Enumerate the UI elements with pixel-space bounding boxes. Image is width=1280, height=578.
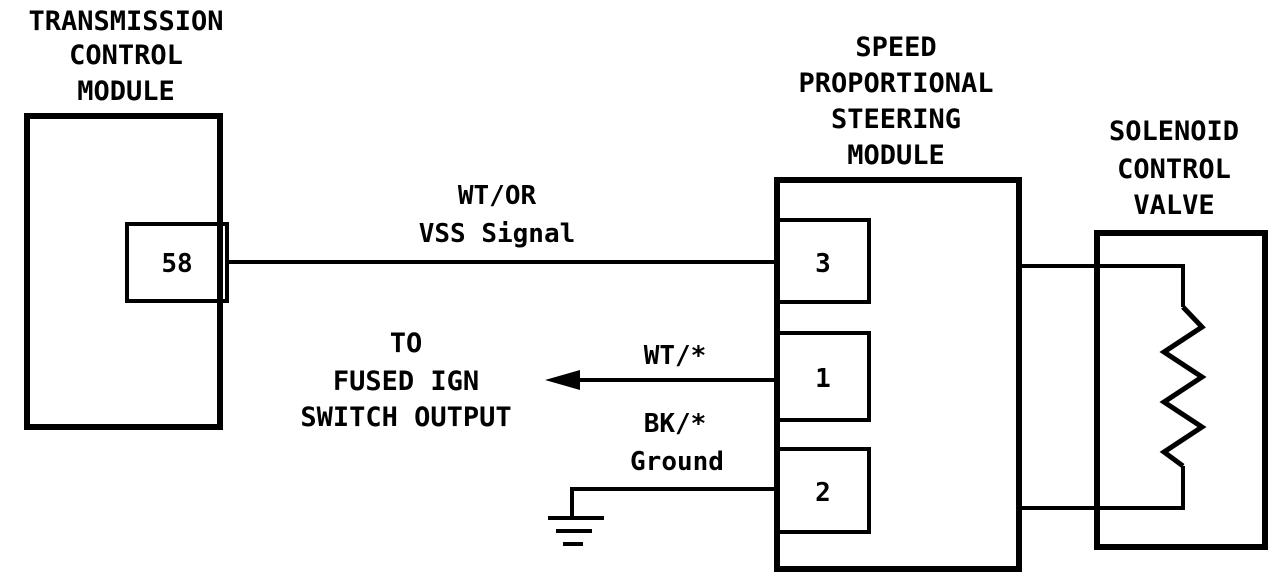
spsm-box	[774, 177, 1022, 572]
ign-target-line-1: TO	[390, 328, 423, 359]
valve-wire-bottom	[1019, 466, 1185, 510]
solenoid-control-valve: SOLENOID CONTROL VALVE	[1019, 116, 1268, 550]
valve-wire-top	[1019, 264, 1185, 307]
spsm-pin-3-box	[775, 218, 871, 304]
ground-wire: BK/* Ground	[548, 409, 777, 546]
transmission-control-module: TRANSMISSION CONTROL MODULE 58	[24, 6, 229, 430]
valve-title-line-3: VALVE	[1133, 190, 1214, 221]
spsm-pin-1-label: 1	[815, 364, 831, 394]
arrow-left-icon	[545, 370, 580, 390]
valve-box	[1094, 230, 1268, 550]
gnd-wire-name: Ground	[630, 447, 724, 477]
ignition-feed-wire: WT/* TO FUSED IGN SWITCH OUTPUT	[300, 328, 777, 433]
spsm-title-line-2: PROPORTIONAL	[798, 68, 993, 99]
spsm-pin-3-label: 3	[815, 249, 831, 279]
tcm-title-line-1: TRANSMISSION	[28, 6, 223, 37]
ign-target-line-3: SWITCH OUTPUT	[300, 402, 511, 433]
ground-icon	[548, 516, 604, 546]
tcm-title-line-2: CONTROL	[69, 40, 183, 71]
speed-proportional-steering-module: SPEED PROPORTIONAL STEERING MODULE 3 1 2	[774, 32, 1022, 572]
tcm-pin-58-label: 58	[161, 249, 192, 279]
tcm-title-line-3: MODULE	[77, 76, 175, 107]
ign-target-line-2: FUSED IGN	[333, 366, 479, 397]
valve-title-line-2: CONTROL	[1117, 154, 1231, 185]
spsm-pin-2-label: 2	[815, 478, 831, 508]
ground-wire-line	[570, 487, 777, 517]
spsm-title-line-3: STEERING	[831, 104, 961, 135]
spsm-title-line-4: MODULE	[847, 140, 945, 171]
vss-wire-color: WT/OR	[458, 181, 537, 211]
tcm-box	[24, 113, 223, 430]
vss-wire-name: VSS Signal	[419, 219, 576, 249]
resistor-coil-icon	[1159, 305, 1207, 469]
vss-signal-wire: WT/OR VSS Signal	[227, 181, 777, 264]
spsm-title-line-1: SPEED	[855, 32, 936, 63]
valve-title-line-1: SOLENOID	[1109, 116, 1239, 147]
ign-wire-color: WT/*	[644, 341, 707, 371]
spsm-pin-1-box	[775, 331, 871, 422]
gnd-wire-color: BK/*	[644, 409, 707, 439]
